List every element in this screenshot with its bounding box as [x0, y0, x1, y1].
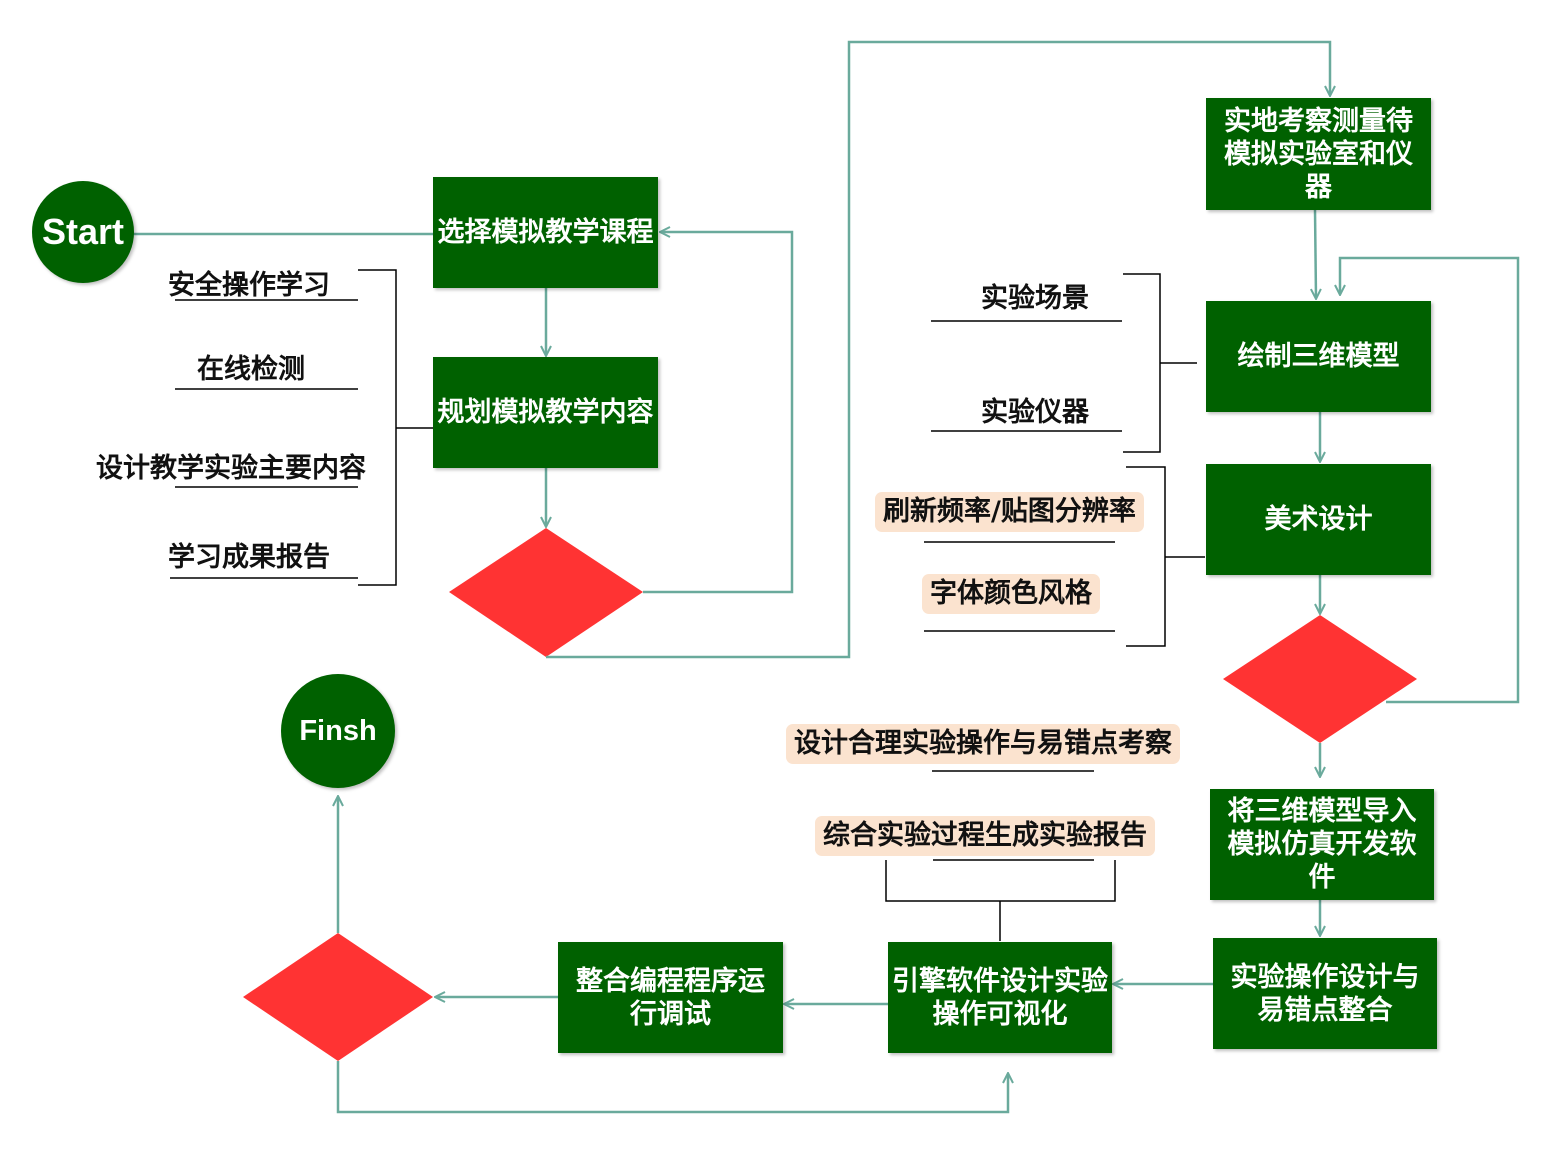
- note-model-item-1: 实验场景: [981, 283, 1089, 314]
- decision-diamond-3: [243, 933, 433, 1061]
- process-draw-3d-label: 绘制三维模型: [1237, 341, 1400, 372]
- arrow-decision3-loop: [336, 1061, 1008, 1114]
- process-integrate-debug-label: 整合编程程序运行调试: [576, 965, 765, 1030]
- note-plan-item-3: 设计教学实验主要内容: [96, 453, 366, 484]
- finish-label: Finsh: [299, 714, 377, 747]
- arrow-decision1-to-survey: [546, 40, 1330, 659]
- finish-terminal: Finsh: [281, 674, 395, 788]
- start-label: Start: [41, 211, 125, 252]
- bracket-model-items: [1123, 273, 1161, 453]
- process-select-course: 选择模拟教学课程: [433, 177, 658, 288]
- process-engine-visual-label: 引擎软件设计实验操作可视化: [892, 965, 1108, 1030]
- note-operation: 设计合理实验操作与易错点考察: [786, 724, 1180, 764]
- note-model-item-2: 实验仪器: [981, 397, 1089, 428]
- note-plan-item-4: 学习成果报告: [168, 542, 330, 573]
- process-draw-3d: 绘制三维模型: [1206, 301, 1431, 412]
- process-engine-visual: 引擎软件设计实验操作可视化: [888, 942, 1112, 1053]
- process-survey-label: 实地考察测量待模拟实验室和仪器: [1224, 105, 1413, 203]
- arrow-survey-to-draw: [1315, 209, 1316, 298]
- process-import-model-label: 将三维模型导入模拟仿真开发软件: [1227, 796, 1417, 893]
- process-operation-design-label: 实验操作设计与易错点整合: [1230, 961, 1420, 1026]
- arrow-decision1-loop: [643, 232, 794, 594]
- note-report: 综合实验过程生成实验报告: [815, 816, 1155, 856]
- decision-diamond-1: [449, 528, 643, 657]
- start-terminal: Start: [32, 181, 134, 283]
- note-plan-item-2: 在线检测: [197, 354, 305, 385]
- process-integrate-debug: 整合编程程序运行调试: [558, 942, 783, 1053]
- bracket-plan-items: [358, 269, 397, 586]
- note-art-item-1: 刷新频率/贴图分辨率: [875, 492, 1144, 532]
- process-art-design-label: 美术设计: [1264, 504, 1373, 535]
- process-art-design: 美术设计: [1206, 464, 1431, 575]
- process-survey: 实地考察测量待模拟实验室和仪器: [1206, 98, 1431, 210]
- process-plan-content-label: 规划模拟教学内容: [437, 397, 654, 428]
- decision-diamond-2: [1223, 615, 1417, 743]
- process-operation-design: 实验操作设计与易错点整合: [1213, 938, 1437, 1049]
- process-plan-content: 规划模拟教学内容: [433, 357, 658, 468]
- process-select-course-label: 选择模拟教学课程: [437, 217, 654, 248]
- arrow-decision2-loop: [1340, 256, 1520, 704]
- bracket-report-note: [885, 860, 1116, 902]
- process-import-model: 将三维模型导入模拟仿真开发软件: [1210, 789, 1434, 900]
- note-art-item-2: 字体颜色风格: [922, 574, 1100, 614]
- note-plan-item-1: 安全操作学习: [168, 270, 330, 301]
